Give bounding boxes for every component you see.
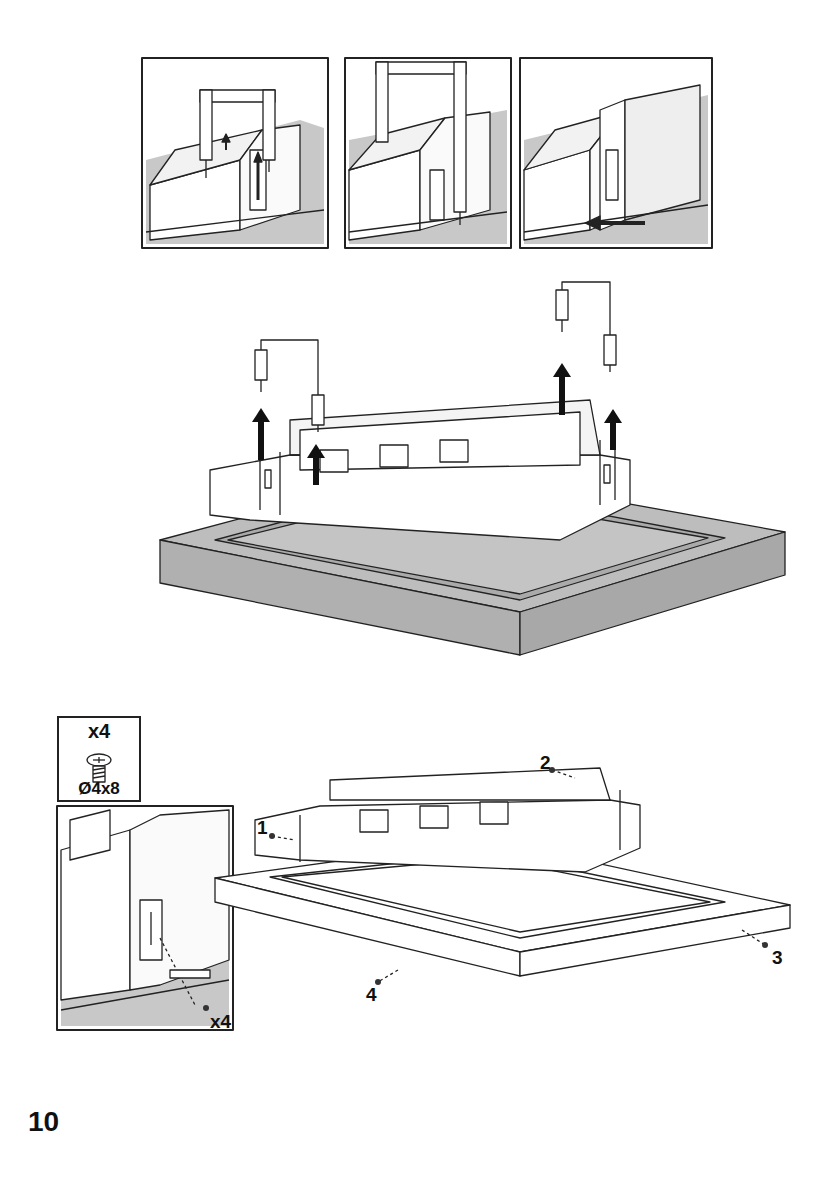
quantity-label: x4 [210, 1012, 231, 1031]
step-number: 10 [28, 1108, 59, 1136]
callout-number: 2 [540, 753, 551, 772]
screw-box: x4Ø4x8 [57, 716, 141, 802]
callout-number: 3 [772, 948, 783, 967]
callout-number: 4 [366, 985, 377, 1004]
screw-size: Ø4x8 [78, 780, 120, 797]
quantity-text: x4 [88, 721, 110, 741]
callout-number: 1 [257, 818, 268, 837]
